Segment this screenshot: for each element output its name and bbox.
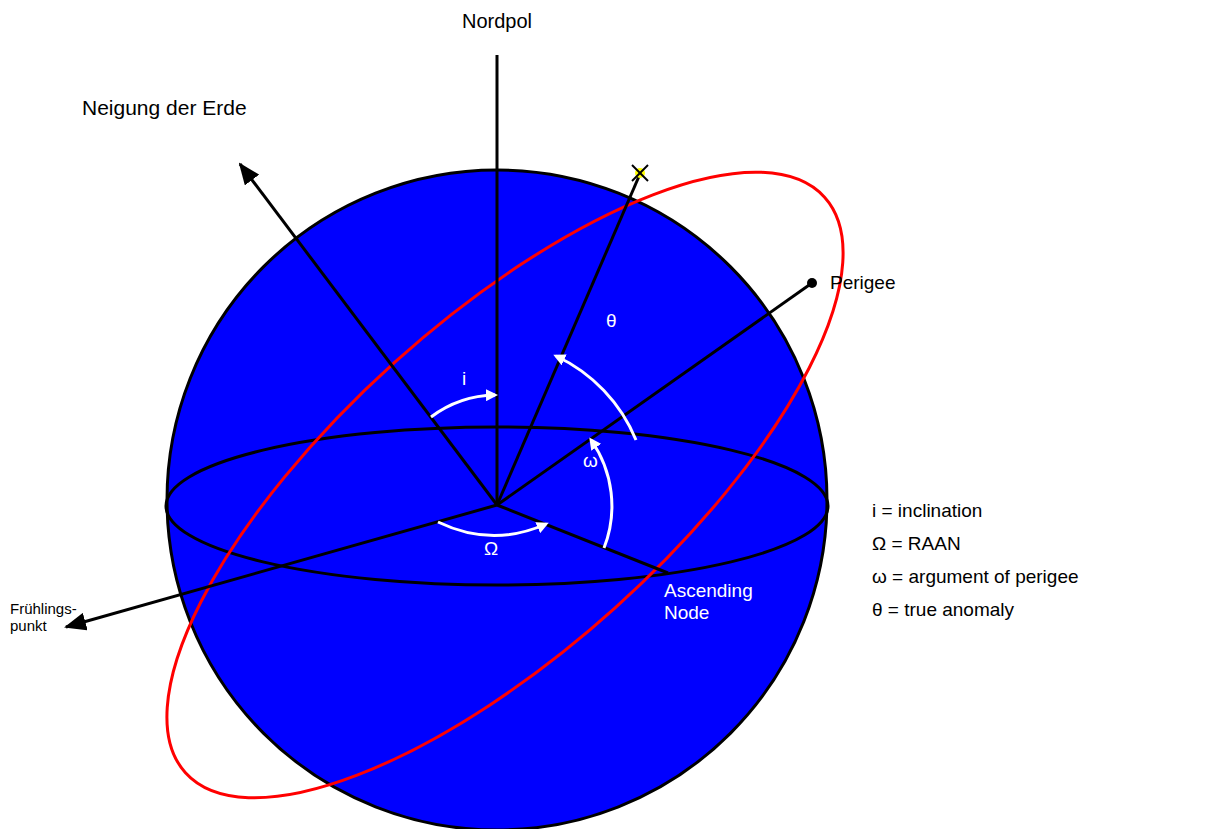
orbit bbox=[75, 75, 935, 829]
point-label: Ascending Node bbox=[664, 580, 760, 624]
legend-text: i = inclination bbox=[872, 500, 982, 522]
angle-symbol: Ω bbox=[484, 538, 498, 560]
node-line bbox=[497, 505, 668, 573]
axis-label: Frühlings- punkt bbox=[10, 600, 90, 635]
perigee-dot bbox=[807, 278, 817, 288]
axis-label: Nordpol bbox=[462, 10, 532, 33]
anomaly-arc bbox=[556, 356, 636, 440]
legend-text: Ω = RAAN bbox=[872, 533, 961, 555]
angle-symbol: θ bbox=[606, 310, 617, 332]
legend-text: θ = true anomaly bbox=[872, 599, 1014, 621]
north-axis bbox=[496, 55, 499, 505]
point-label: Perigee bbox=[830, 272, 896, 294]
perigee-line bbox=[497, 283, 812, 505]
satellite bbox=[632, 165, 648, 181]
legend-text: ω = argument of perigee bbox=[872, 566, 1079, 588]
angle-symbol: ω bbox=[583, 450, 598, 472]
inclination-arc bbox=[431, 395, 495, 417]
angle-symbol: i bbox=[462, 368, 466, 390]
vernal-axis bbox=[66, 505, 497, 627]
earth-tilt-axis bbox=[240, 164, 497, 505]
raan-arc bbox=[438, 522, 546, 536]
axis-label: Neigung der Erde bbox=[82, 96, 247, 120]
